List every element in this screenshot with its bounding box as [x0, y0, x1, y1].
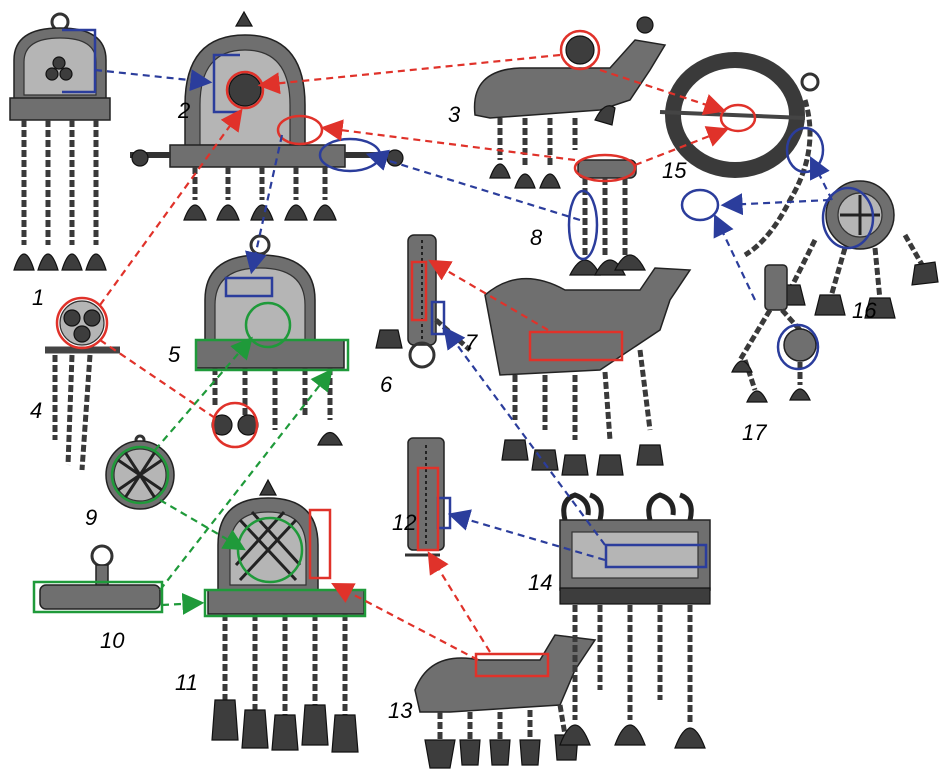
blue-arrow-16-to-15	[810, 156, 833, 201]
red-arrow-4-to-2	[99, 108, 243, 306]
blue-arrow-16-to-16left	[720, 193, 831, 216]
blue-mark-6	[430, 300, 446, 336]
red-rect-6	[410, 260, 428, 322]
blue-mark-5	[224, 276, 274, 298]
red-rect-13	[474, 652, 550, 678]
red-arrow-7-to-6	[428, 259, 549, 331]
artifact-2-pendant	[130, 10, 404, 221]
blue-ellipse-17	[776, 323, 820, 371]
red-arrow-8-to-2	[320, 119, 576, 162]
artifact-13-horse-pendant	[414, 634, 597, 769]
green-circle-5	[244, 301, 292, 349]
blue-mark-1	[62, 28, 97, 94]
blue-arrow-1-to-2	[94, 68, 213, 92]
label-9: 9	[85, 505, 97, 530]
artifact-numbers: 1 2 3 4 5 6 7 8 9 10 11 12 13 14 15 16 1…	[30, 98, 877, 723]
artifact-7-horse-pendant	[484, 267, 692, 476]
label-4: 4	[30, 398, 42, 423]
red-rect-11	[308, 508, 332, 580]
blue-ellipse-16-left	[680, 188, 720, 222]
artifact-3-horse-pendant	[473, 16, 667, 189]
artifact-9-lattice-medallion	[105, 434, 175, 510]
artifact-17-pendant	[731, 264, 817, 403]
red-arrow-13-to-11	[331, 582, 479, 661]
green-rect-11	[203, 588, 367, 618]
red-ellipse-15	[719, 103, 757, 133]
label-15: 15	[662, 158, 687, 183]
label-5: 5	[168, 342, 181, 367]
green-arrow-9-to-5	[154, 336, 253, 451]
label-12: 12	[392, 510, 416, 535]
blue-arrow-8-to-2	[365, 149, 581, 222]
label-16: 16	[852, 298, 877, 323]
green-arrow-10-to-5	[159, 368, 333, 591]
blue-mark-14	[604, 543, 708, 569]
label-13: 13	[388, 698, 413, 723]
artifact-14-horned-pendant	[559, 492, 711, 749]
red-circle-4	[55, 296, 109, 350]
red-arrow-3-to-2	[257, 53, 561, 95]
green-arrow-10-to-11	[161, 592, 205, 615]
red-arrow-8-to-15	[634, 126, 730, 167]
artifact-15-brooch-ring	[659, 52, 820, 258]
green-rect-5	[194, 338, 350, 372]
artifact-1-pendant	[9, 12, 111, 271]
red-rect-12	[416, 466, 440, 552]
red-arrow-3-to-15	[599, 68, 727, 115]
red-circle-5	[211, 401, 259, 449]
label-8: 8	[530, 225, 543, 250]
label-6: 6	[380, 372, 393, 397]
blue-ellipse-15	[785, 126, 825, 174]
label-11: 11	[175, 670, 198, 695]
blue-ellipse-8	[567, 189, 599, 261]
label-10: 10	[100, 628, 125, 653]
label-1: 1	[32, 285, 44, 310]
label-3: 3	[448, 102, 461, 127]
blue-arrow-14-to-12	[447, 509, 606, 562]
artifact-6-pendant	[375, 234, 472, 369]
connector-arrows	[94, 53, 833, 661]
artifact-4-spiral-pendant	[45, 300, 120, 471]
label-17: 17	[742, 420, 767, 445]
artifact-8-bird-pendant	[569, 105, 646, 276]
artifact-11-lattice-pendant	[207, 478, 365, 753]
label-2: 2	[177, 98, 190, 123]
green-rect-10	[32, 580, 164, 614]
label-14: 14	[528, 570, 552, 595]
red-rect-7	[528, 330, 624, 362]
red-circle-3	[559, 29, 601, 71]
green-circle-9	[110, 445, 170, 505]
label-7: 7	[465, 330, 478, 355]
artifact-10-bar-pendant	[39, 544, 161, 610]
red-arrow-13-to-12	[427, 551, 491, 653]
blue-arrow-17-to-16	[713, 214, 756, 301]
red-ellipse-8	[573, 153, 637, 183]
blue-arrow-14-to-6	[443, 326, 606, 546]
green-arrow-9-to-11	[159, 499, 246, 551]
blue-ellipse-16	[821, 186, 875, 250]
